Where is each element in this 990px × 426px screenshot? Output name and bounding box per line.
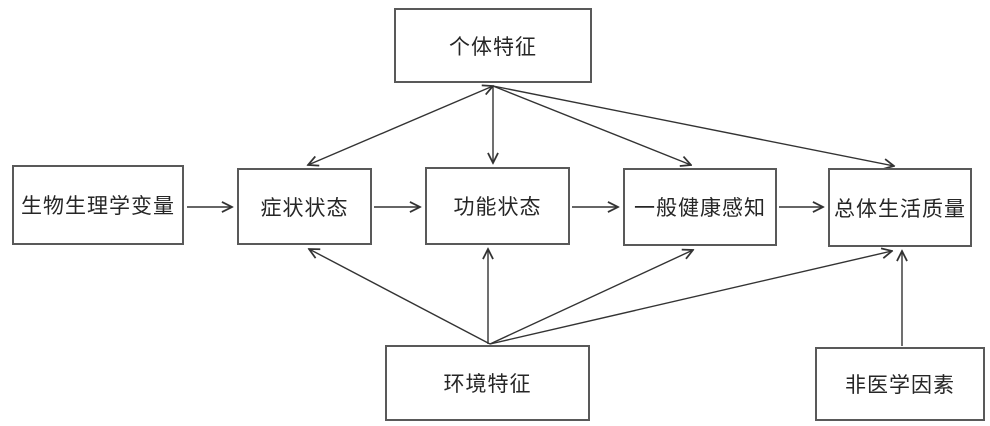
node-functional-status-label: 功能状态 <box>453 196 542 219</box>
edge-individual-symptom-double <box>308 86 493 165</box>
node-symptom-status: 症状状态 <box>237 168 372 245</box>
node-general-health-perception: 一般健康感知 <box>623 168 777 246</box>
node-non-medical-factors: 非医学因素 <box>815 347 985 421</box>
node-non-medical-factors-label: 非医学因素 <box>845 374 955 397</box>
node-symptom-status-label: 症状状态 <box>260 196 349 220</box>
node-biophysiological-variables: 生物生理学变量 <box>12 165 184 245</box>
node-overall-quality-of-life: 总体生活质量 <box>828 168 972 247</box>
edge-environment-to-symptom <box>309 249 491 345</box>
node-environment-characteristics: 环境特征 <box>385 345 590 421</box>
node-environment-characteristics-label: 环境特征 <box>443 373 532 396</box>
edge-individual-to-qol <box>492 85 894 166</box>
node-overall-quality-of-life-label: 总体生活质量 <box>834 197 966 221</box>
node-individual-characteristics: 个体特征 <box>394 8 592 83</box>
node-general-health-perception-label: 一般健康感知 <box>634 197 766 220</box>
node-functional-status: 功能状态 <box>425 167 570 245</box>
node-individual-characteristics-label: 个体特征 <box>449 35 537 59</box>
edge-environment-to-qol <box>489 251 892 345</box>
edge-individual-to-health <box>492 85 691 165</box>
edge-environment-to-health <box>489 250 693 345</box>
node-biophysiological-variables-label: 生物生理学变量 <box>21 195 175 218</box>
